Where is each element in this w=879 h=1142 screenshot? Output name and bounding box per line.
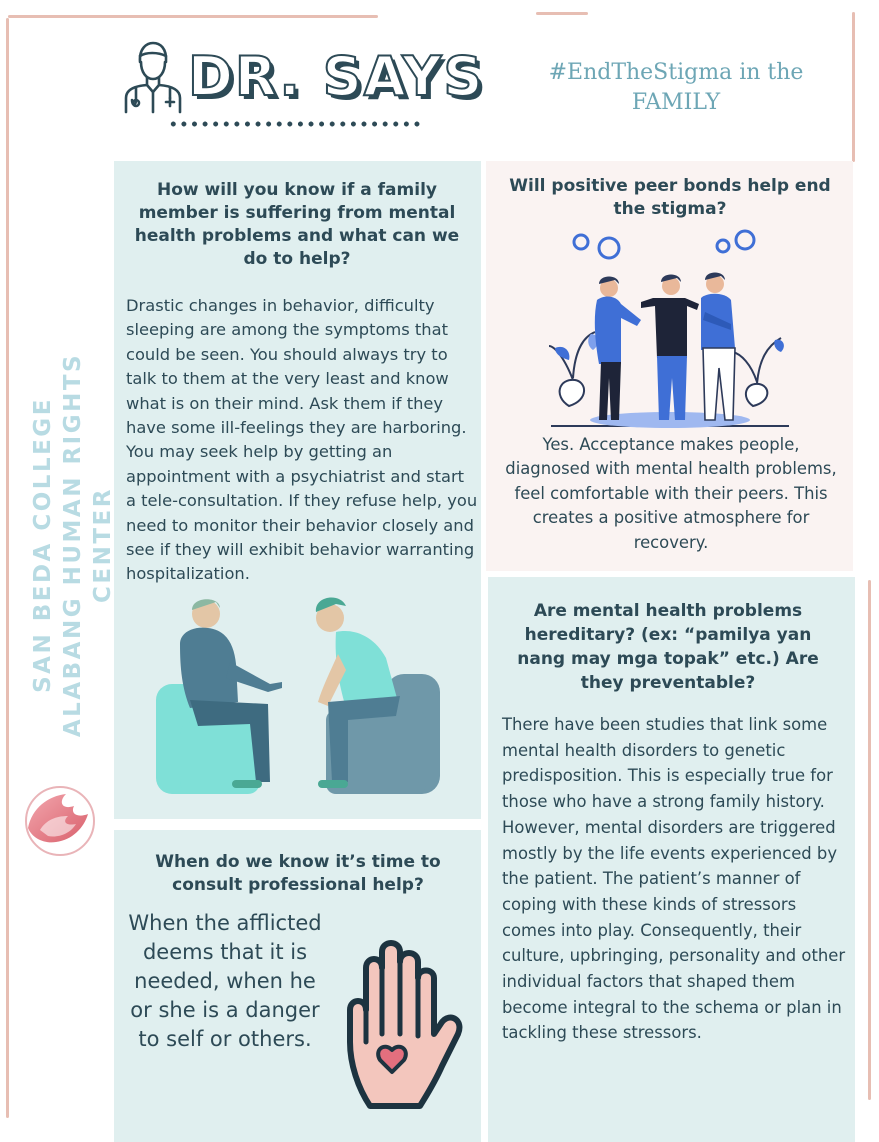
organization-name: SAN BEDA COLLEGE ALABANG HUMAN RIGHTS CE… xyxy=(30,352,116,738)
frame-top-right-stroke xyxy=(536,12,588,15)
frame-left-stroke xyxy=(6,18,9,1118)
peer-support-illustration xyxy=(548,229,789,428)
section-panel-hereditary xyxy=(488,577,855,1142)
answer-text: When the afflicted deems that it is need… xyxy=(128,911,322,1051)
flame-logo xyxy=(25,786,95,856)
hand-heart-icon xyxy=(347,940,463,1109)
doctor-icon xyxy=(124,41,182,114)
answer-text: Drastic changes in behavior, difficulty … xyxy=(126,296,478,584)
frame-right-stroke xyxy=(868,580,871,1100)
question-heading: Are mental health problems hereditary? (… xyxy=(517,601,819,693)
frame-top-stroke xyxy=(8,15,378,18)
title-underline-dots xyxy=(168,120,422,128)
question-heading: How will you know if a family member is … xyxy=(134,180,460,269)
therapy-session-illustration xyxy=(156,597,440,794)
hashtag-text: #EndTheStigma in the FAMILY xyxy=(548,60,804,115)
page-title: DR. SAYS xyxy=(187,45,485,109)
question-heading: Will positive peer bonds help end the st… xyxy=(509,176,831,219)
answer-text: There have been studies that link some m… xyxy=(502,715,846,1043)
question-heading: When do we know it’s time to consult pro… xyxy=(155,852,441,895)
frame-right-top-stroke xyxy=(852,12,855,162)
answer-text: Yes. Acceptance makes people, diagnosed … xyxy=(505,435,837,552)
